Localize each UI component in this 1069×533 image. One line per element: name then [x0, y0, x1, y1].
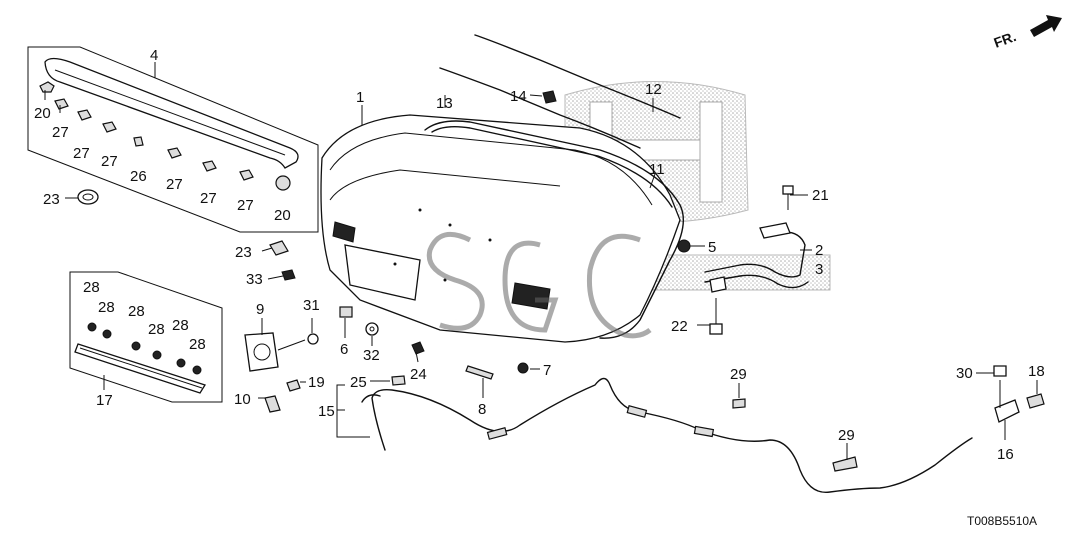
lock-bolt	[307, 333, 319, 345]
callout-22: 22	[671, 318, 688, 335]
hinge-bolt-upper	[782, 185, 794, 210]
callout-1: 1	[356, 89, 364, 106]
callout-28d: 28	[148, 321, 165, 338]
callout-27b: 27	[73, 145, 90, 162]
callout-11: 11	[649, 161, 665, 178]
trunk-cable-lower	[439, 67, 641, 149]
callout-27c: 27	[101, 153, 118, 170]
callout-31: 31	[303, 297, 320, 314]
callout-27f: 27	[237, 197, 254, 214]
trunk-hinge	[704, 231, 809, 289]
callout-25: 25	[350, 374, 367, 391]
callout-20b: 20	[274, 207, 291, 224]
callout-28e: 28	[172, 317, 189, 334]
callout-28c: 28	[128, 303, 145, 320]
latch-bolt	[993, 365, 1007, 377]
callout-28b: 28	[98, 299, 115, 316]
latch-cover	[1026, 393, 1045, 409]
callout-27a: 27	[52, 124, 69, 141]
lock-clip	[286, 379, 301, 392]
callout-33: 33	[246, 271, 263, 288]
leader-lines	[44, 62, 1038, 460]
callout-13: 13	[436, 95, 453, 112]
callout-18: 18	[1028, 363, 1045, 380]
harness-clip-upper	[732, 398, 746, 409]
trunk-cable-upper	[474, 34, 681, 119]
callout-29b: 29	[838, 427, 855, 444]
trunk-latch	[994, 380, 1020, 423]
callout-29a: 29	[730, 366, 747, 383]
diagram-code: T008B5510A	[967, 514, 1037, 528]
callout-12: 12	[645, 81, 662, 98]
harness-connector	[391, 375, 406, 386]
callout-23a: 23	[43, 191, 60, 208]
hinge-bolt-lower	[709, 298, 723, 335]
grommet-upper	[77, 189, 99, 205]
callout-27e: 27	[200, 190, 217, 207]
callout-15: 15	[318, 403, 335, 420]
callout-21: 21	[812, 187, 829, 204]
callout-2: 2	[815, 242, 823, 259]
callout-4: 4	[150, 47, 158, 64]
callout-16: 16	[997, 446, 1014, 463]
trunk-lock	[244, 332, 306, 372]
spoiler-group-frame	[27, 46, 319, 233]
callout-23b: 23	[235, 244, 252, 261]
callout-10: 10	[234, 391, 251, 408]
hinge-nut	[677, 239, 691, 253]
callout-32: 32	[363, 347, 380, 364]
callout-8: 8	[478, 401, 486, 418]
callout-14: 14	[510, 88, 527, 105]
callout-24: 24	[410, 366, 427, 383]
harness-clip-lower	[832, 456, 858, 472]
callout-labels: 1 2 3 4 5 6 7 8 9 10 11 12 13 14 15 16 1…	[34, 47, 1045, 463]
lock-bracket	[264, 395, 281, 413]
lid-nut	[517, 362, 529, 374]
garnish-group-frame	[69, 271, 223, 403]
lid-striker	[465, 365, 494, 380]
spoiler-clips	[39, 81, 291, 191]
callout-28a: 28	[83, 279, 100, 296]
trim-screw	[281, 269, 296, 281]
front-direction-indicator: FR.	[992, 15, 1062, 51]
callout-7: 7	[543, 362, 551, 379]
trunk-lid	[320, 114, 681, 343]
callout-19: 19	[308, 374, 325, 391]
license-garnish	[74, 343, 206, 394]
watermark: SGC	[426, 231, 652, 339]
callout-28f: 28	[189, 336, 206, 353]
arrow-icon	[1030, 15, 1062, 37]
front-label: FR.	[992, 28, 1019, 51]
callout-27d: 27	[166, 176, 183, 193]
cable-clip	[542, 90, 557, 104]
lid-grommet	[365, 322, 379, 336]
callout-20a: 20	[34, 105, 51, 122]
trunk-wire-harness	[371, 377, 973, 494]
grommet-lower	[269, 240, 289, 256]
trunk-weatherstrip	[424, 120, 684, 339]
callout-17: 17	[96, 392, 113, 409]
callout-26: 26	[130, 168, 147, 185]
callout-3: 3	[815, 261, 823, 278]
callout-5: 5	[708, 239, 716, 256]
garnish-nuts	[87, 322, 202, 375]
callout-6: 6	[340, 341, 348, 358]
callout-9: 9	[256, 301, 264, 318]
watermark-text: SGC	[455, 319, 457, 321]
lid-pad	[339, 306, 353, 318]
callout-30: 30	[956, 365, 973, 382]
bumper-stop	[411, 341, 425, 355]
